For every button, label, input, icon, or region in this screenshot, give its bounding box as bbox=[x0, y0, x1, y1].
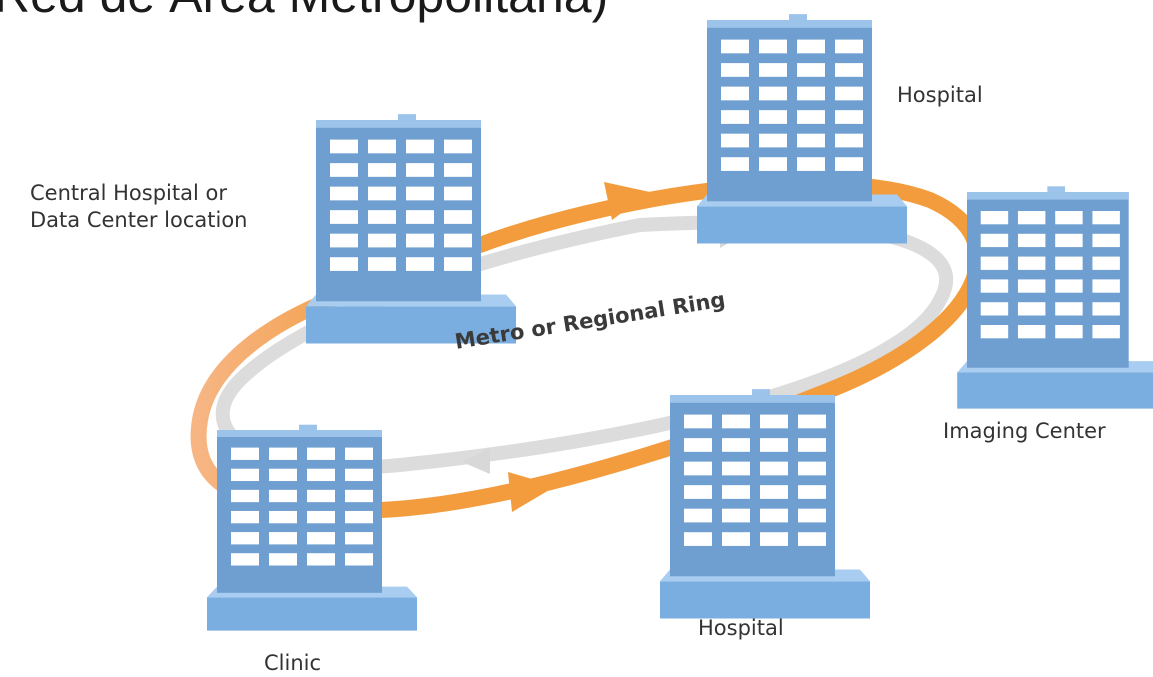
orange-arrow-bottom bbox=[508, 472, 556, 512]
diagram-heading: Red de Área Metropolitana) bbox=[0, 0, 608, 20]
label-central-hospital: Central Hospital or Data Center location bbox=[30, 180, 248, 235]
orange-arrow-top bbox=[604, 182, 650, 220]
label-hospital-top: Hospital bbox=[897, 83, 983, 107]
label-hospital-bottom: Hospital bbox=[698, 616, 784, 640]
label-clinic: Clinic bbox=[264, 651, 322, 675]
label-imaging-center: Imaging Center bbox=[943, 419, 1106, 443]
building-hospital-bottom-icon bbox=[660, 389, 870, 619]
building-hospital-top-icon bbox=[697, 14, 907, 244]
building-imaging-center-icon bbox=[957, 186, 1153, 409]
building-central-icon bbox=[306, 114, 516, 344]
label-central-line2: Data Center location bbox=[30, 208, 248, 233]
building-clinic-icon bbox=[207, 424, 417, 631]
label-central-line1: Central Hospital or bbox=[30, 181, 227, 205]
gray-arrow-bottom bbox=[462, 448, 490, 474]
